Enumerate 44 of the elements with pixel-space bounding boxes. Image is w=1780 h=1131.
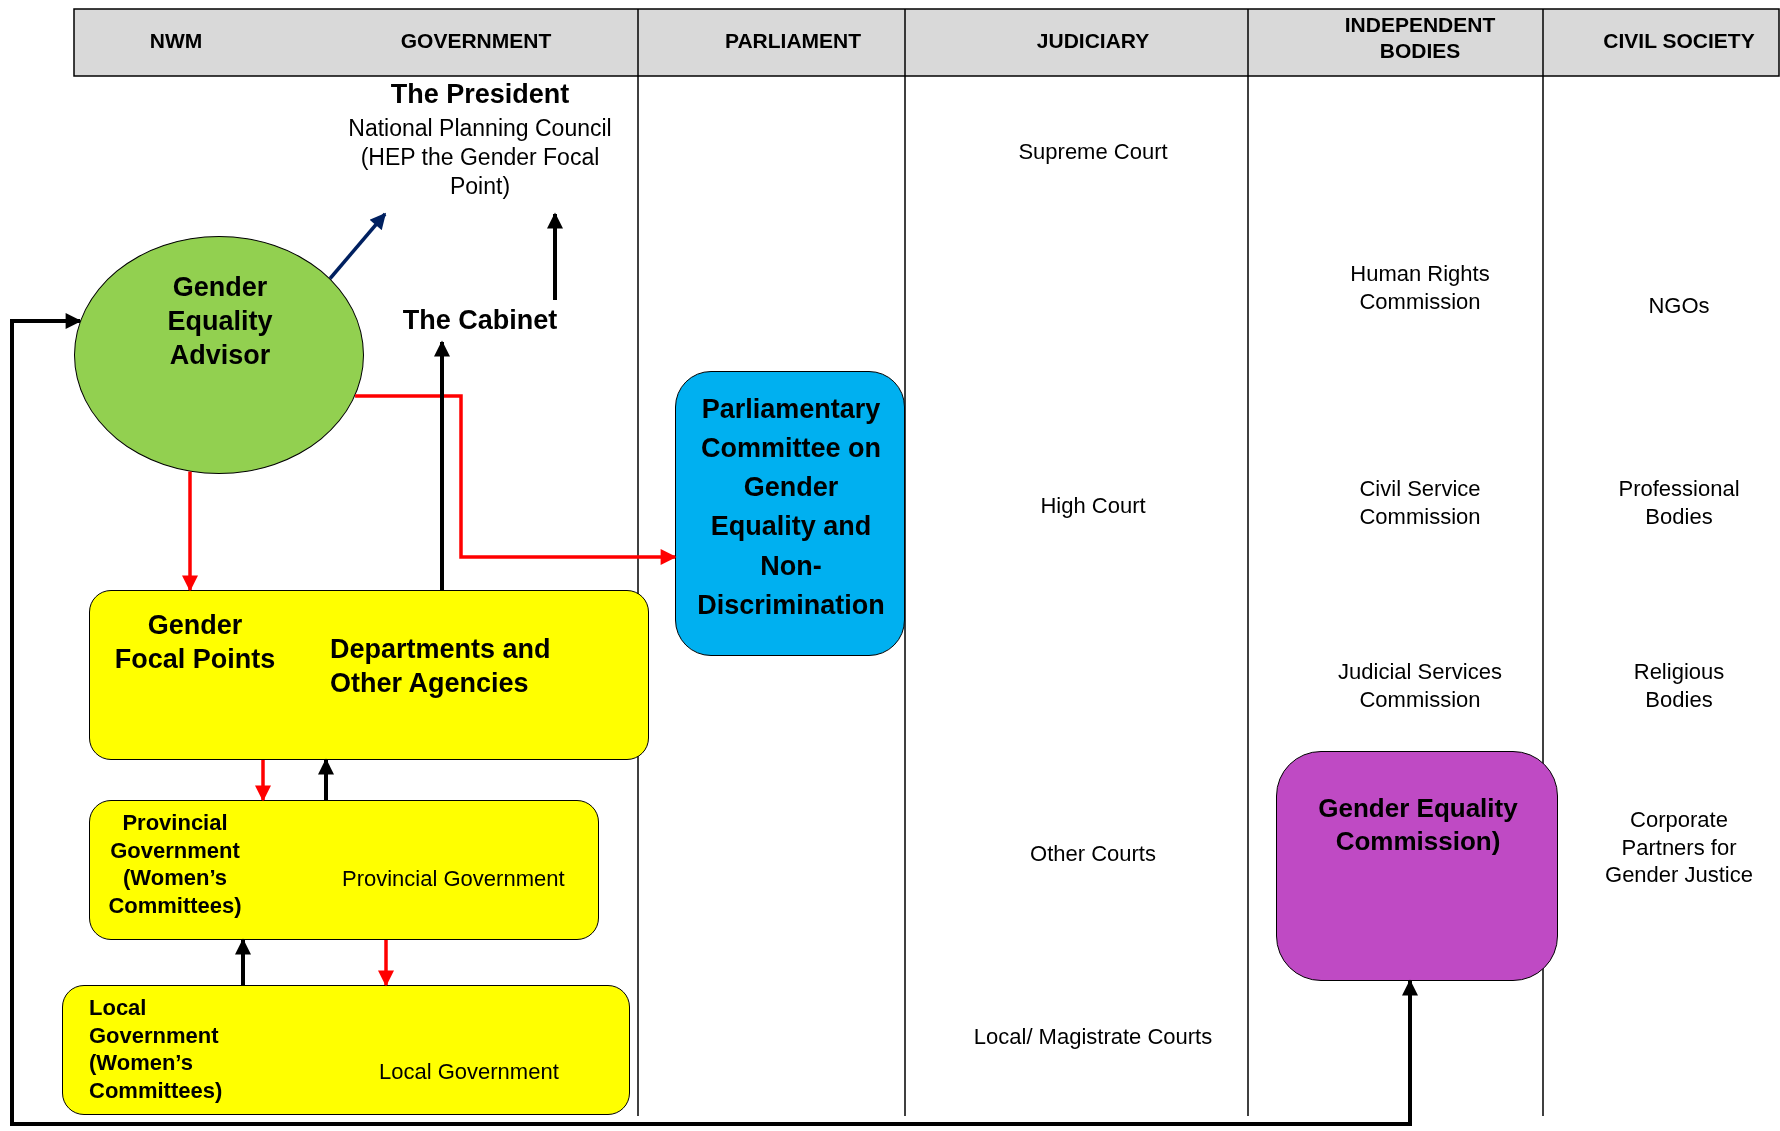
arrow <box>378 940 394 987</box>
institution-label: Judicial Services Commission <box>1337 658 1503 713</box>
institution-label: Professional Bodies <box>1617 475 1741 530</box>
institution-label: Human Rights Commission <box>1349 260 1491 315</box>
commission-box <box>1276 751 1558 981</box>
committee-box <box>675 371 905 656</box>
institution-label: Local/ Magistrate Courts <box>972 1023 1214 1051</box>
node-text: National Planning Council (HEP the Gender Focal Point) <box>347 114 613 201</box>
column-heading: NWM <box>148 28 204 54</box>
column-heading: GOVERNMENT <box>399 28 553 54</box>
column-heading: CIVIL SOCIETY <box>1602 28 1756 54</box>
node-label: Provincial Government (Women’s Committees) <box>107 809 243 919</box>
node-label: Gender Equality Advisor <box>166 271 274 372</box>
institution-label: Civil Service Commission <box>1358 475 1482 530</box>
arrow <box>255 760 271 802</box>
arrow <box>355 394 677 565</box>
arrow <box>318 758 334 800</box>
node-label: Local Government <box>379 1058 560 1086</box>
node-title: The President <box>389 78 571 111</box>
process-box <box>89 800 599 940</box>
institution-label: NGOs <box>1647 292 1711 320</box>
node-label: Provincial Government <box>342 865 566 893</box>
institution-label: Other Courts <box>1029 840 1157 868</box>
institution-label: Corporate Partners for Gender Justice <box>1604 806 1754 889</box>
node-label: Local Government (Women’s Committees) <box>89 994 224 1104</box>
node-label: Gender Equality Commission) <box>1317 792 1519 857</box>
column-heading: JUDICIARY <box>1035 28 1151 54</box>
column-heading: INDEPENDENT BODIES <box>1343 12 1497 65</box>
process-box <box>62 985 630 1115</box>
arrow <box>547 212 563 300</box>
arrow <box>328 212 387 280</box>
arrow <box>182 471 198 592</box>
arrow <box>10 313 1418 1126</box>
column-heading: PARLIAMENT <box>723 28 863 54</box>
arrow <box>235 938 251 985</box>
node-label: Gender Focal Points <box>113 609 277 676</box>
node-title: The Cabinet <box>401 304 559 337</box>
institution-label: Religious Bodies <box>1632 658 1726 713</box>
arrow <box>434 340 450 590</box>
institution-label: High Court <box>1039 492 1147 520</box>
node-label: Departments and Other Agencies <box>330 633 552 700</box>
institution-label: Supreme Court <box>1017 138 1169 166</box>
node-label: Parliamentary Committee on Gender Equality and Non-Discrimination <box>696 393 886 622</box>
process-box <box>89 590 649 760</box>
